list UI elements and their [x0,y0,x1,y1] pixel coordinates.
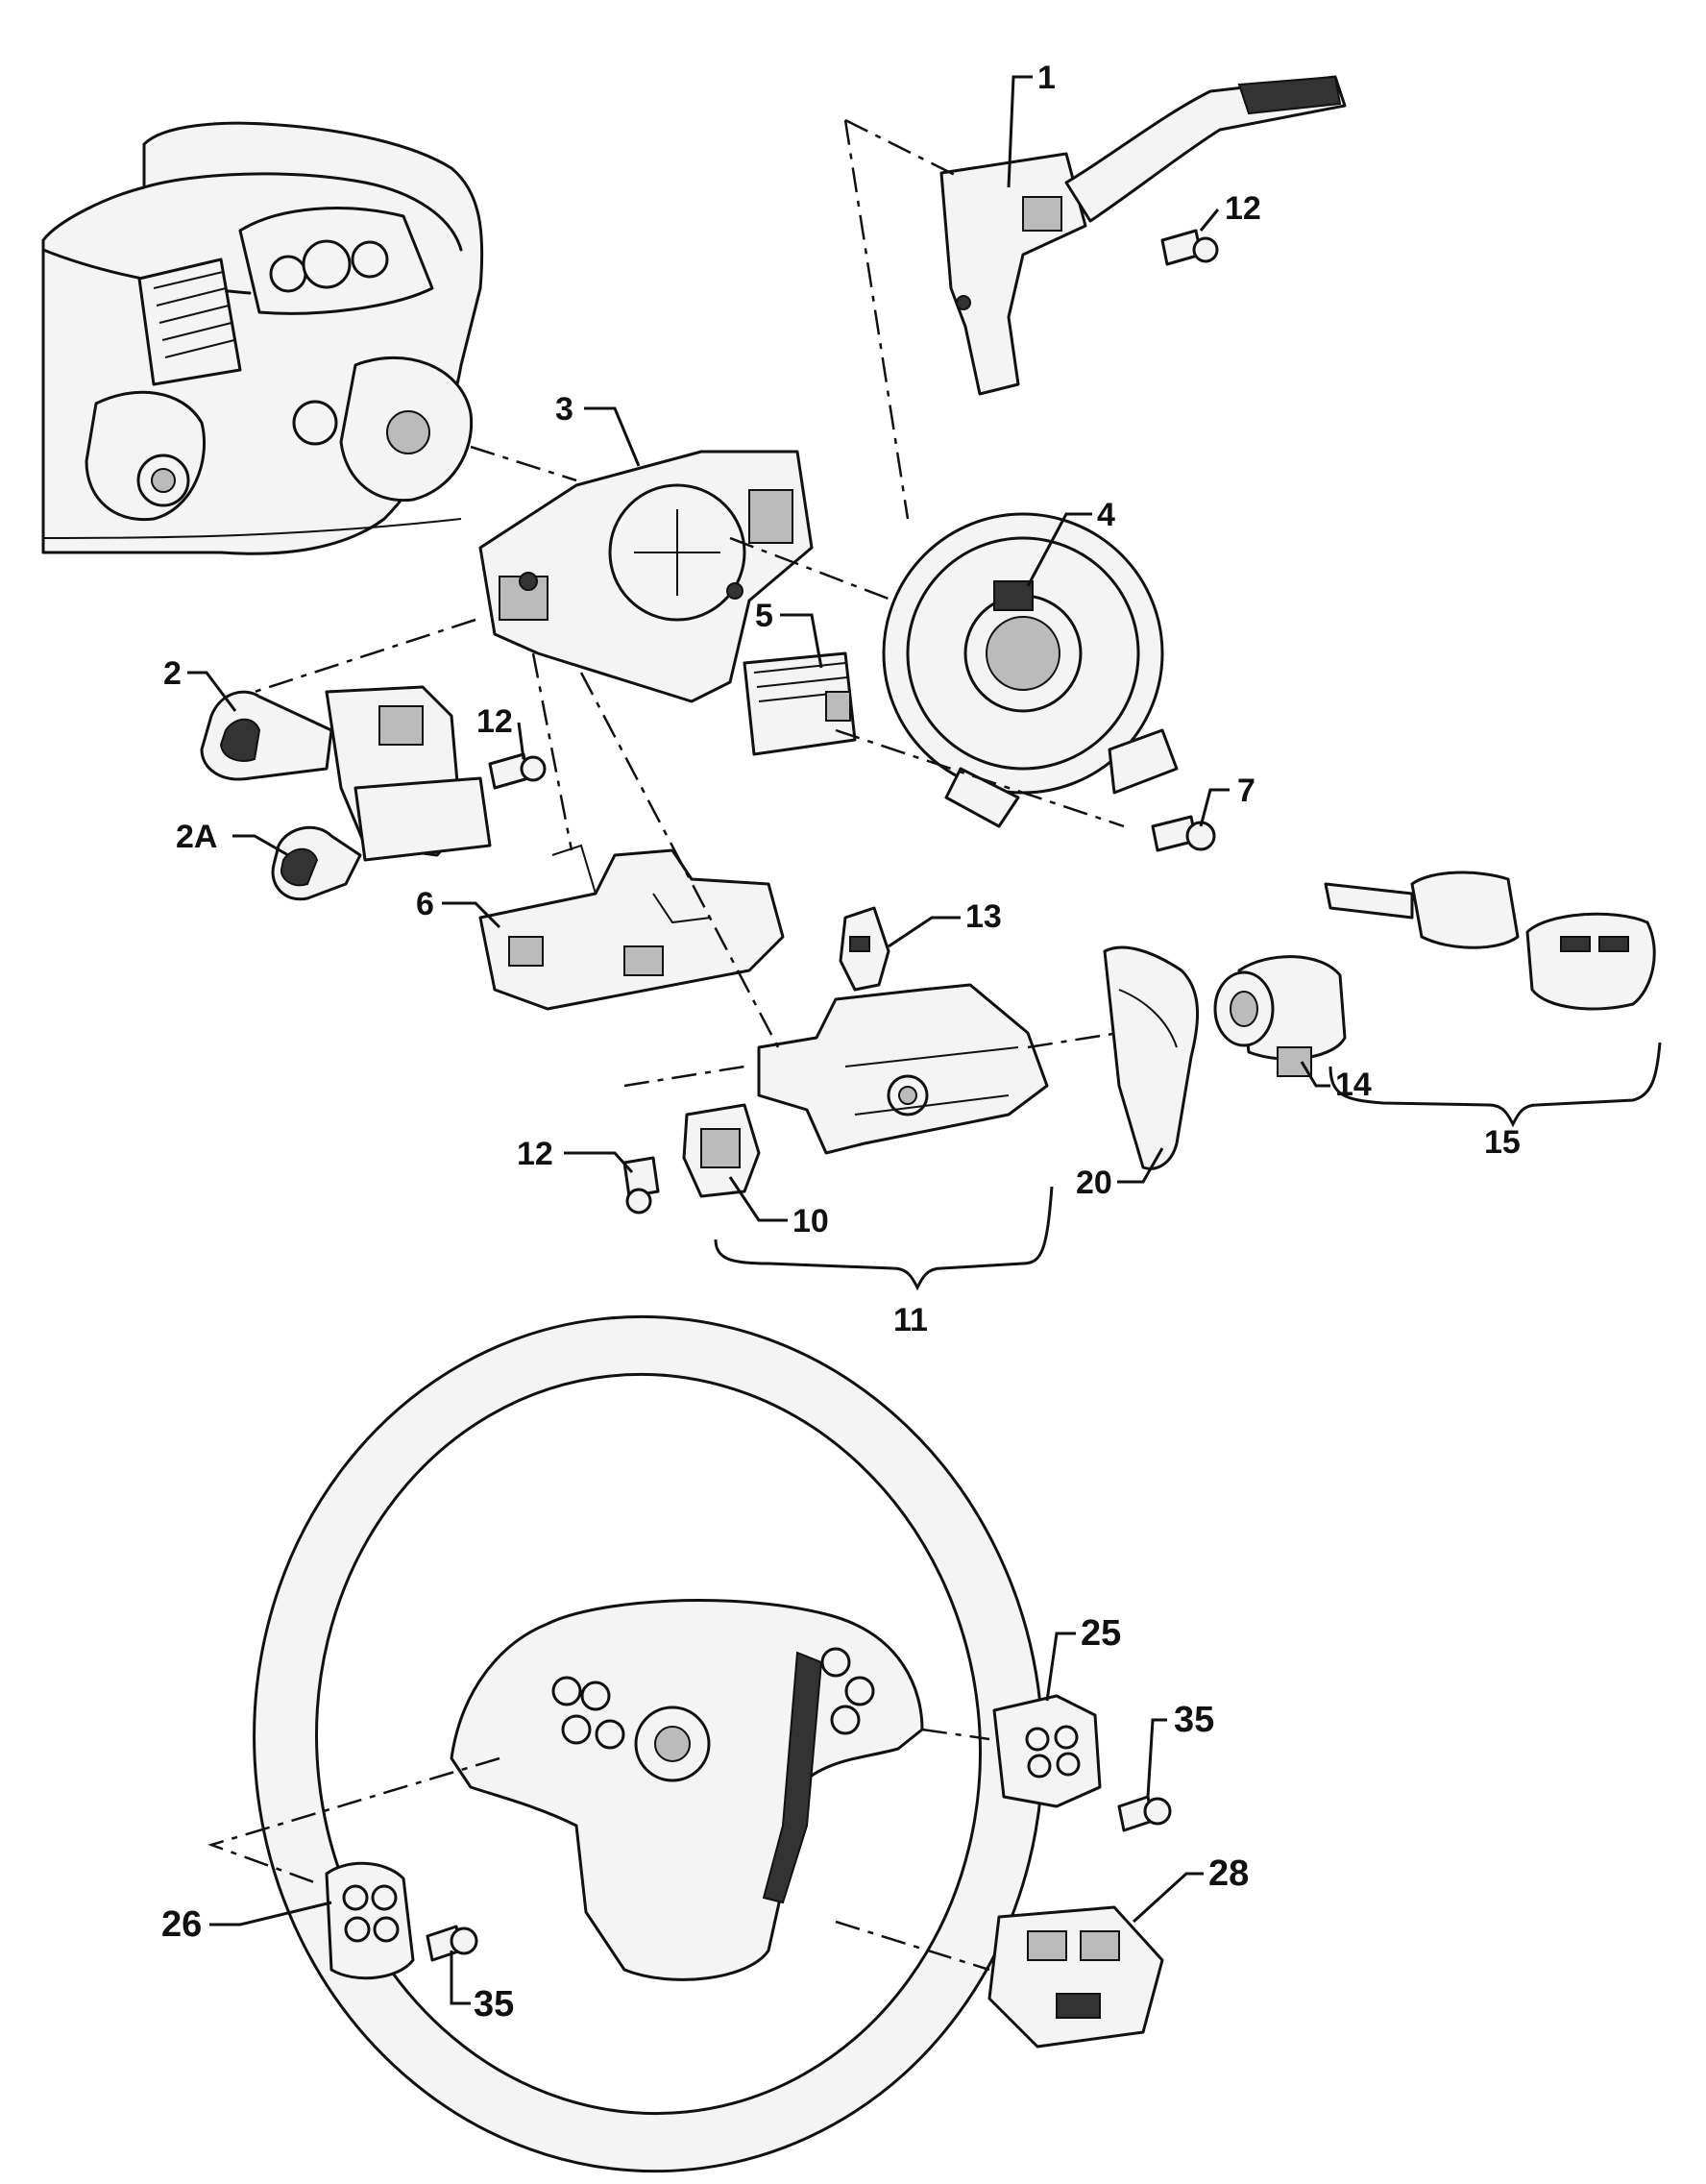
dashboard-illustration [41,121,484,555]
callout-3: 3 [555,391,573,428]
callout-20: 20 [1076,1165,1112,1201]
leader-lines [187,75,1330,2005]
callout-2a: 2A [176,819,217,855]
part-13-connector [839,906,890,992]
fastener-screws [488,229,1219,1215]
part-1-wiper-switch [939,75,1347,396]
part-2-turn-signal-switch [200,685,492,901]
group-brackets [714,1042,1662,1291]
part-10-lock-cylinder-sensor [682,1103,761,1198]
part-3-column-switch-housing [478,450,814,703]
part-14-ignition-cylinder [1213,955,1347,1077]
callout-12-top: 12 [1225,190,1261,227]
part-26-left-wheel-switch [325,1861,415,1980]
callout-13: 13 [965,898,1002,935]
callout-12-bottom: 12 [517,1136,553,1172]
callout-labels: 1 12 3 4 5 2 12 2A 6 7 13 14 15 12 10 20… [161,60,1521,2024]
part-5-control-module [743,651,857,756]
callout-10: 10 [792,1203,829,1239]
callout-25: 25 [1081,1613,1121,1654]
part-11-lock-housing [757,983,1049,1155]
callout-35-right: 35 [1174,1700,1214,1740]
callout-7: 7 [1237,773,1255,809]
callout-2: 2 [163,655,182,692]
callout-5: 5 [755,598,773,634]
part-28-steering-wheel-module [987,1905,1164,2049]
callout-26: 26 [161,1904,202,1945]
callout-1: 1 [1037,60,1056,96]
callout-15: 15 [1484,1124,1521,1161]
part-4-clock-spring [882,512,1179,828]
callout-12-left: 12 [476,703,513,740]
callout-11: 11 [893,1302,928,1338]
part-15-ignition-key [1324,871,1656,1011]
callout-14: 14 [1335,1067,1372,1103]
callout-4: 4 [1097,497,1115,533]
part-20-trim-cover [1103,945,1200,1170]
callout-35-left: 35 [474,1984,514,2024]
alignment-dashed-lines [207,118,1125,1972]
part-25-right-wheel-switch [992,1694,1102,1808]
callout-28: 28 [1208,1853,1249,1894]
steering-wheel [253,1314,1044,2173]
callout-6: 6 [416,886,434,922]
part-6-lower-housing [478,844,785,1011]
